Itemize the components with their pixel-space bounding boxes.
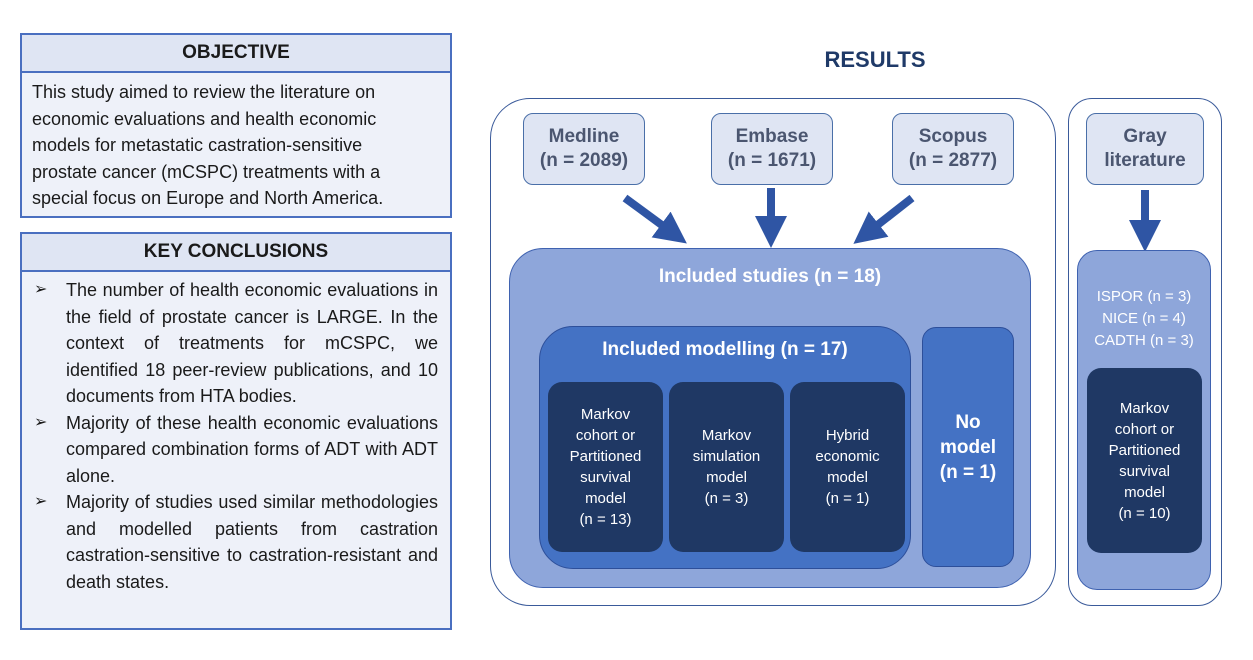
model-text-line: Partitioned [569,448,642,465]
model-text-line: Markov [701,427,752,444]
model-text-line: economic [815,448,880,465]
conclusions-list: ➢ The number of health economic evaluati… [26,277,438,595]
source-count: (n = 1671) [727,150,817,171]
included-studies-label: Included studies (n = 18) [658,266,882,287]
source-name: Medline [548,126,620,147]
included-modelling-label: Included modelling (n = 17) [602,339,848,360]
source-embase: Embase (n = 1671) [711,113,833,185]
gray-doc-item: CADTH (n = 3) [1094,332,1194,349]
no-model-text-line: (n = 1) [939,461,997,483]
objective-text: This study aimed to review the literatur… [32,79,440,212]
model-text-line: survival [580,469,631,486]
model-text-line: Partitioned [1108,441,1181,459]
source-count: (n = 2089) [539,150,629,171]
objective-title: OBJECTIVE [182,42,290,63]
model-text-line: simulation [692,448,761,465]
source-name: Gray [1123,126,1167,147]
source-name: Scopus [918,126,988,147]
model-text-line: cohort or [1114,420,1175,438]
conclusions-title: KEY CONCLUSIONS [143,241,329,262]
source-name: literature [1104,150,1186,171]
results-title: RESULTS [824,47,926,72]
model-markov-cohort-partitioned: Markov cohort or Partitioned survival mo… [548,382,663,552]
conclusion-item: ➢ The number of health economic evaluati… [26,277,438,410]
arrow-bullet-icon: ➢ [34,493,48,510]
model-text-line: Markov [580,406,631,423]
conclusions-body: ➢ The number of health economic evaluati… [20,272,452,630]
model-text-line: model [585,490,626,507]
conclusions-header: KEY CONCLUSIONS [20,232,452,272]
source-medline: Medline (n = 2089) [523,113,645,185]
objective-line: economic evaluations and health economic [32,108,377,129]
arrow-medline [622,194,687,244]
objective-line: models for metastatic castration-sensiti… [32,135,363,155]
arrow-scopus [853,194,915,244]
gray-model-markov-cohort-partitioned: Markov cohort or Partitioned survival mo… [1087,368,1202,553]
model-hybrid-economic: Hybrid economic model (n = 1) [790,382,905,552]
conclusion-text: The number of health economic evaluation… [66,280,438,406]
model-text-line: model [827,469,868,486]
arrow-bullet-icon: ➢ [34,281,48,298]
model-text-line: (n = 10) [1118,504,1171,522]
model-text-line: (n = 3) [704,490,749,507]
model-text-line: survival [1119,462,1170,480]
source-scopus: Scopus (n = 2877) [892,113,1014,185]
conclusion-text: Majority of these health economic evalua… [66,412,438,486]
model-text-line: model [1124,483,1165,501]
model-text-line: model [706,469,747,486]
model-text-line: Hybrid [825,427,870,444]
arrow-bullet-icon: ➢ [34,413,48,431]
no-model-box: No model (n = 1) [922,327,1014,567]
no-model-text-line: model [940,436,996,458]
model-text-line: cohort or [575,427,636,444]
objective-header: OBJECTIVE [20,33,452,73]
gray-doc-item: ISPOR (n = 3) [1096,288,1192,305]
source-name: Embase [735,126,809,147]
conclusion-item: ➢ Majority of these health economic eval… [26,410,438,490]
objective-line: prostate cancer (mCSPC) treatments with … [32,161,381,182]
gray-documents-list: ISPOR (n = 3) NICE (n = 4) CADTH (n = 3) [1077,286,1211,352]
source-count: (n = 2877) [908,150,998,171]
objective-line: special focus on Europe and North Americ… [32,188,384,208]
model-text-line: (n = 13) [579,511,632,528]
objective-line: This study aimed to review the literatur… [32,82,376,102]
conclusion-text: Majority of studies used similar methodo… [66,492,438,592]
no-model-text-line: No [955,411,981,433]
source-gray-literature: Gray literature [1086,113,1204,185]
model-markov-simulation: Markov simulation model (n = 3) [669,382,784,552]
gray-doc-item: NICE (n = 4) [1102,310,1186,327]
model-text-line: Markov [1119,399,1170,417]
conclusion-item: ➢ Majority of studies used similar metho… [26,489,438,595]
model-text-line: (n = 1) [825,490,870,507]
objective-body: This study aimed to review the literatur… [20,73,452,218]
